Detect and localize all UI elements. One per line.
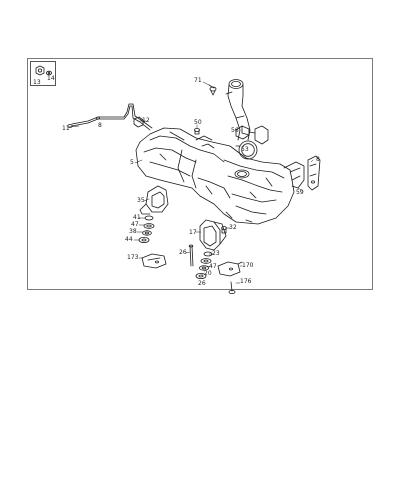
callout-38: 38 xyxy=(129,228,137,235)
callout-26-upper: 26 xyxy=(179,249,187,256)
screw-71 xyxy=(208,84,217,96)
callout-20: 20 xyxy=(204,270,212,277)
callout-47-right: 47 xyxy=(209,263,217,270)
strap-170 xyxy=(217,261,243,277)
callout-8-right: 8 xyxy=(316,156,320,163)
callout-26-lower: 26 xyxy=(198,280,206,287)
plug-50 xyxy=(194,127,200,135)
callout-13: 13 xyxy=(33,79,41,86)
callout-35: 35 xyxy=(137,197,145,204)
tank-strap-bracket xyxy=(67,103,153,131)
callout-23: 23 xyxy=(212,250,220,257)
support-35 xyxy=(139,185,169,215)
strap-173 xyxy=(141,253,167,269)
callout-12: 12 xyxy=(142,117,150,124)
washer-stack-left xyxy=(138,215,155,243)
callout-50: 50 xyxy=(194,119,202,126)
washer-stack-right xyxy=(195,251,213,279)
callout-41: 41 xyxy=(133,214,141,221)
bolt-32 xyxy=(221,226,227,234)
callout-53: 53 xyxy=(241,146,249,153)
callout-71: 71 xyxy=(194,77,202,84)
fuel-tank xyxy=(135,127,295,225)
bracket-8-right xyxy=(307,155,321,191)
callout-5: 5 xyxy=(130,159,134,166)
callout-32: 32 xyxy=(229,224,237,231)
inset-box xyxy=(30,61,56,86)
callout-44: 44 xyxy=(125,236,133,243)
callout-8-left: 8 xyxy=(98,122,102,129)
stud-26-upper xyxy=(188,244,194,267)
callout-11: 11 xyxy=(62,125,70,132)
sender-unit-56 xyxy=(235,125,269,145)
callout-170: 170 xyxy=(242,262,254,269)
support-17 xyxy=(199,219,227,251)
heat-shield-59 xyxy=(283,161,305,189)
bolt-176 xyxy=(228,281,236,294)
callout-17: 17 xyxy=(189,229,197,236)
leader-lines xyxy=(67,81,314,284)
callout-56: 56 xyxy=(231,127,239,134)
ring-53 xyxy=(235,140,258,160)
inset-nut-washer xyxy=(35,65,53,76)
callout-176: 176 xyxy=(240,278,252,285)
callout-47-left: 47 xyxy=(131,221,139,228)
filler-neck xyxy=(225,79,251,141)
callout-173: 173 xyxy=(127,254,139,261)
callout-14: 14 xyxy=(47,75,55,82)
callout-59: 59 xyxy=(296,189,304,196)
